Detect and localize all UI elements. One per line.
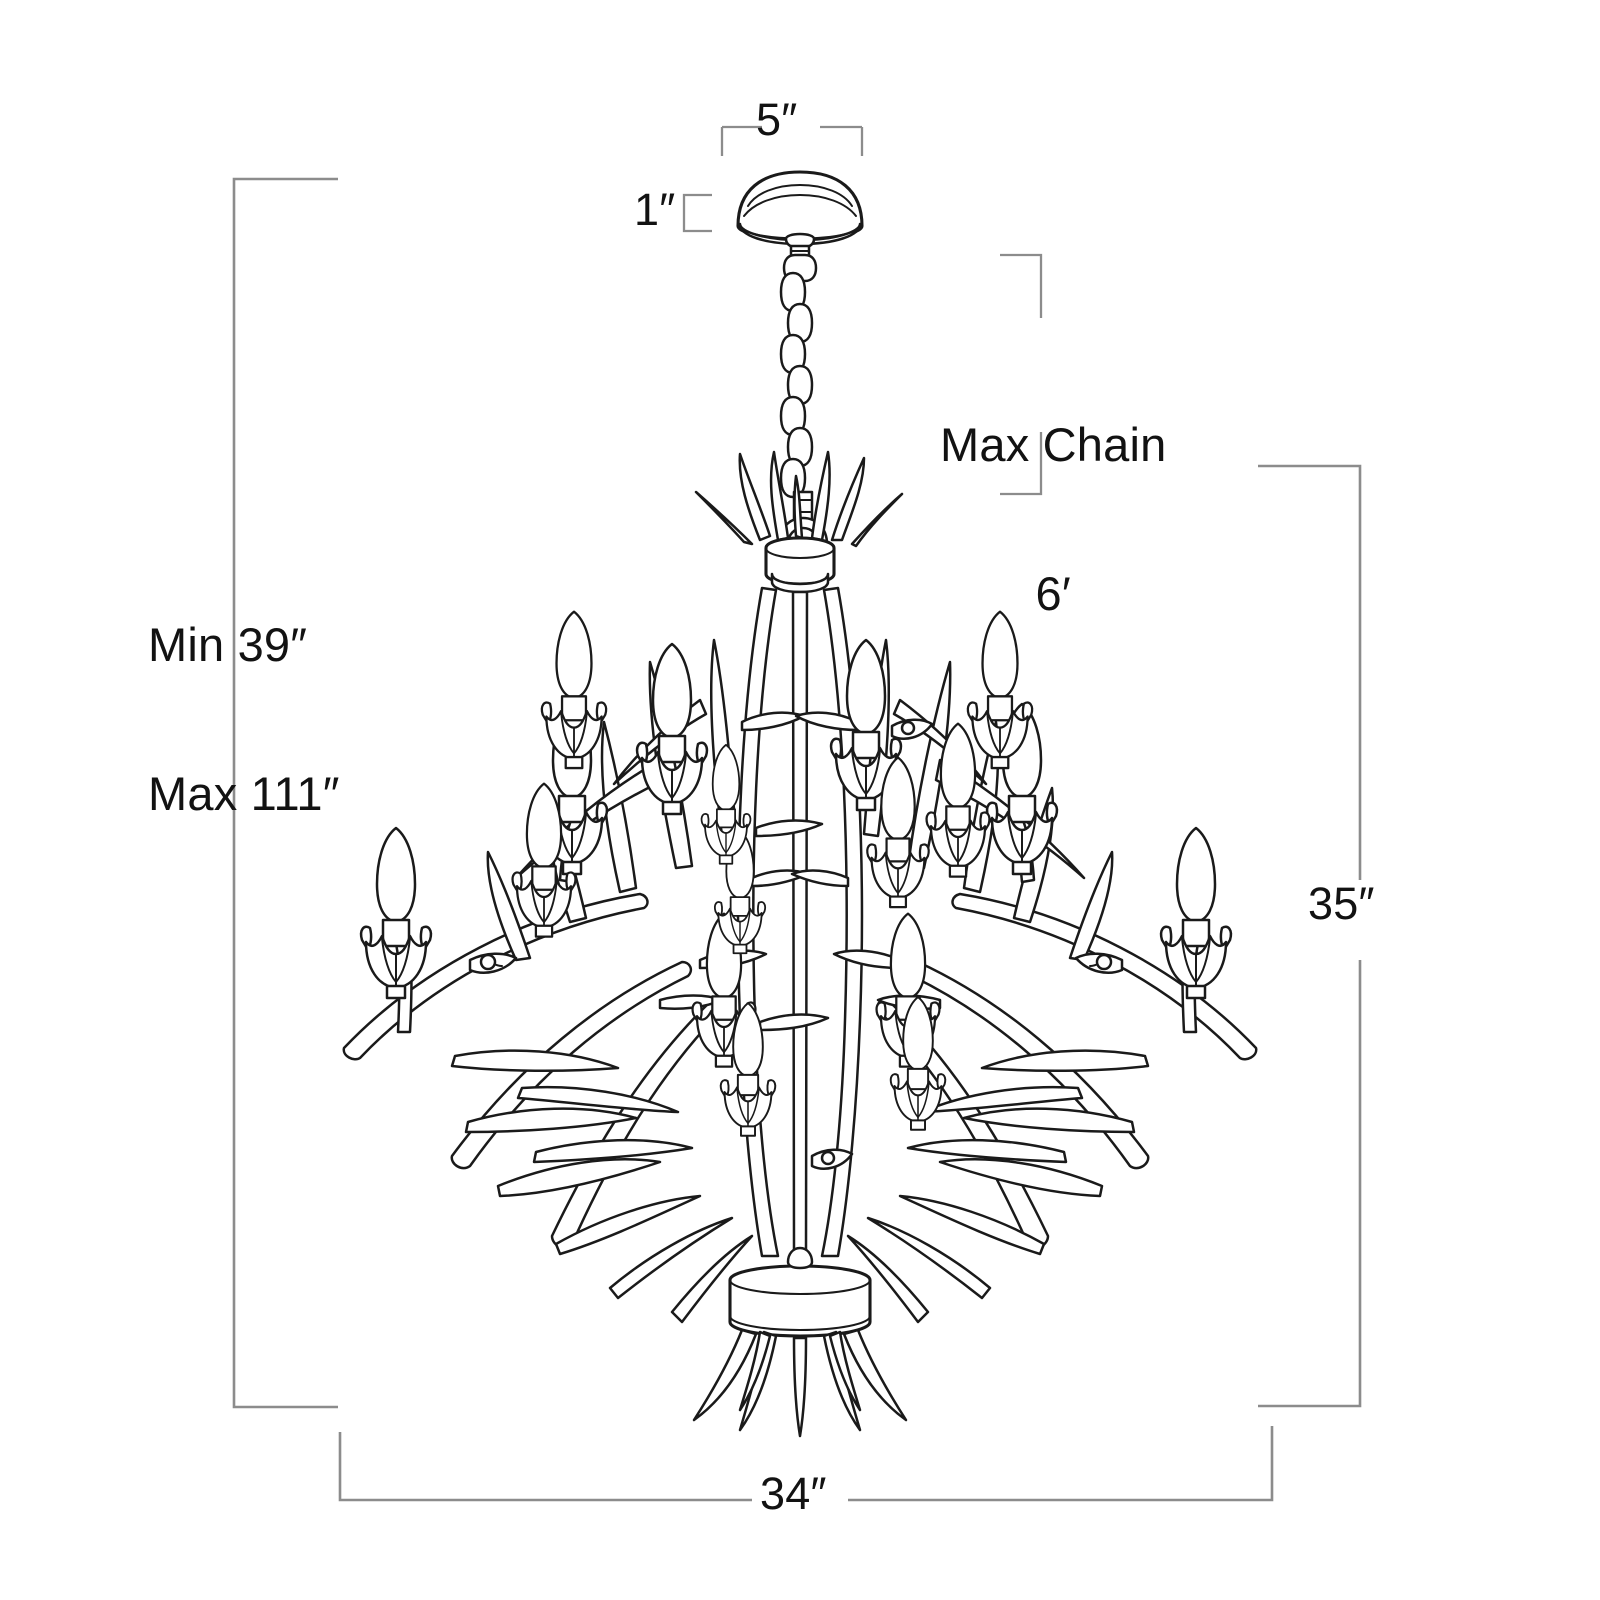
min-height-text: Min 39″ [148, 617, 308, 671]
dim-label-fixture-height: 35″ [1308, 878, 1375, 929]
dim-overall-height [232, 177, 338, 1409]
dim-label-fixture-width: 34″ [760, 1468, 827, 1519]
dim-canopy-width [720, 125, 864, 156]
dim-label-canopy-width: 5″ [756, 94, 798, 145]
dim-label-canopy-height: 1″ [634, 184, 676, 235]
candle-upper-left-3 [540, 610, 608, 770]
candle-outer-right [1159, 826, 1233, 1000]
bottom-tassel [692, 1328, 908, 1438]
lower-leaf-skirt [450, 1049, 1150, 1324]
flower-buds [468, 718, 1124, 1170]
max-chain-value: 6′ [1035, 567, 1071, 621]
top-foliage-spray [694, 450, 904, 548]
bottom-collar [728, 1246, 872, 1338]
dim-fixture-width [338, 1426, 1274, 1502]
dim-max-chain [1000, 253, 1043, 496]
max-height-text: Max 111″ [148, 767, 340, 821]
max-chain-text: Max Chain [940, 417, 1167, 471]
candle-outer-left [359, 826, 433, 1000]
dim-fixture-height [1258, 464, 1362, 1408]
top-collar [764, 536, 836, 594]
dimension-lines [232, 125, 1362, 1502]
dim-label-overall-height: Min 39″ Max 111″ [148, 520, 340, 919]
dim-canopy-height [682, 193, 712, 233]
dim-label-max-chain: Max Chain 6′ [940, 320, 1166, 719]
